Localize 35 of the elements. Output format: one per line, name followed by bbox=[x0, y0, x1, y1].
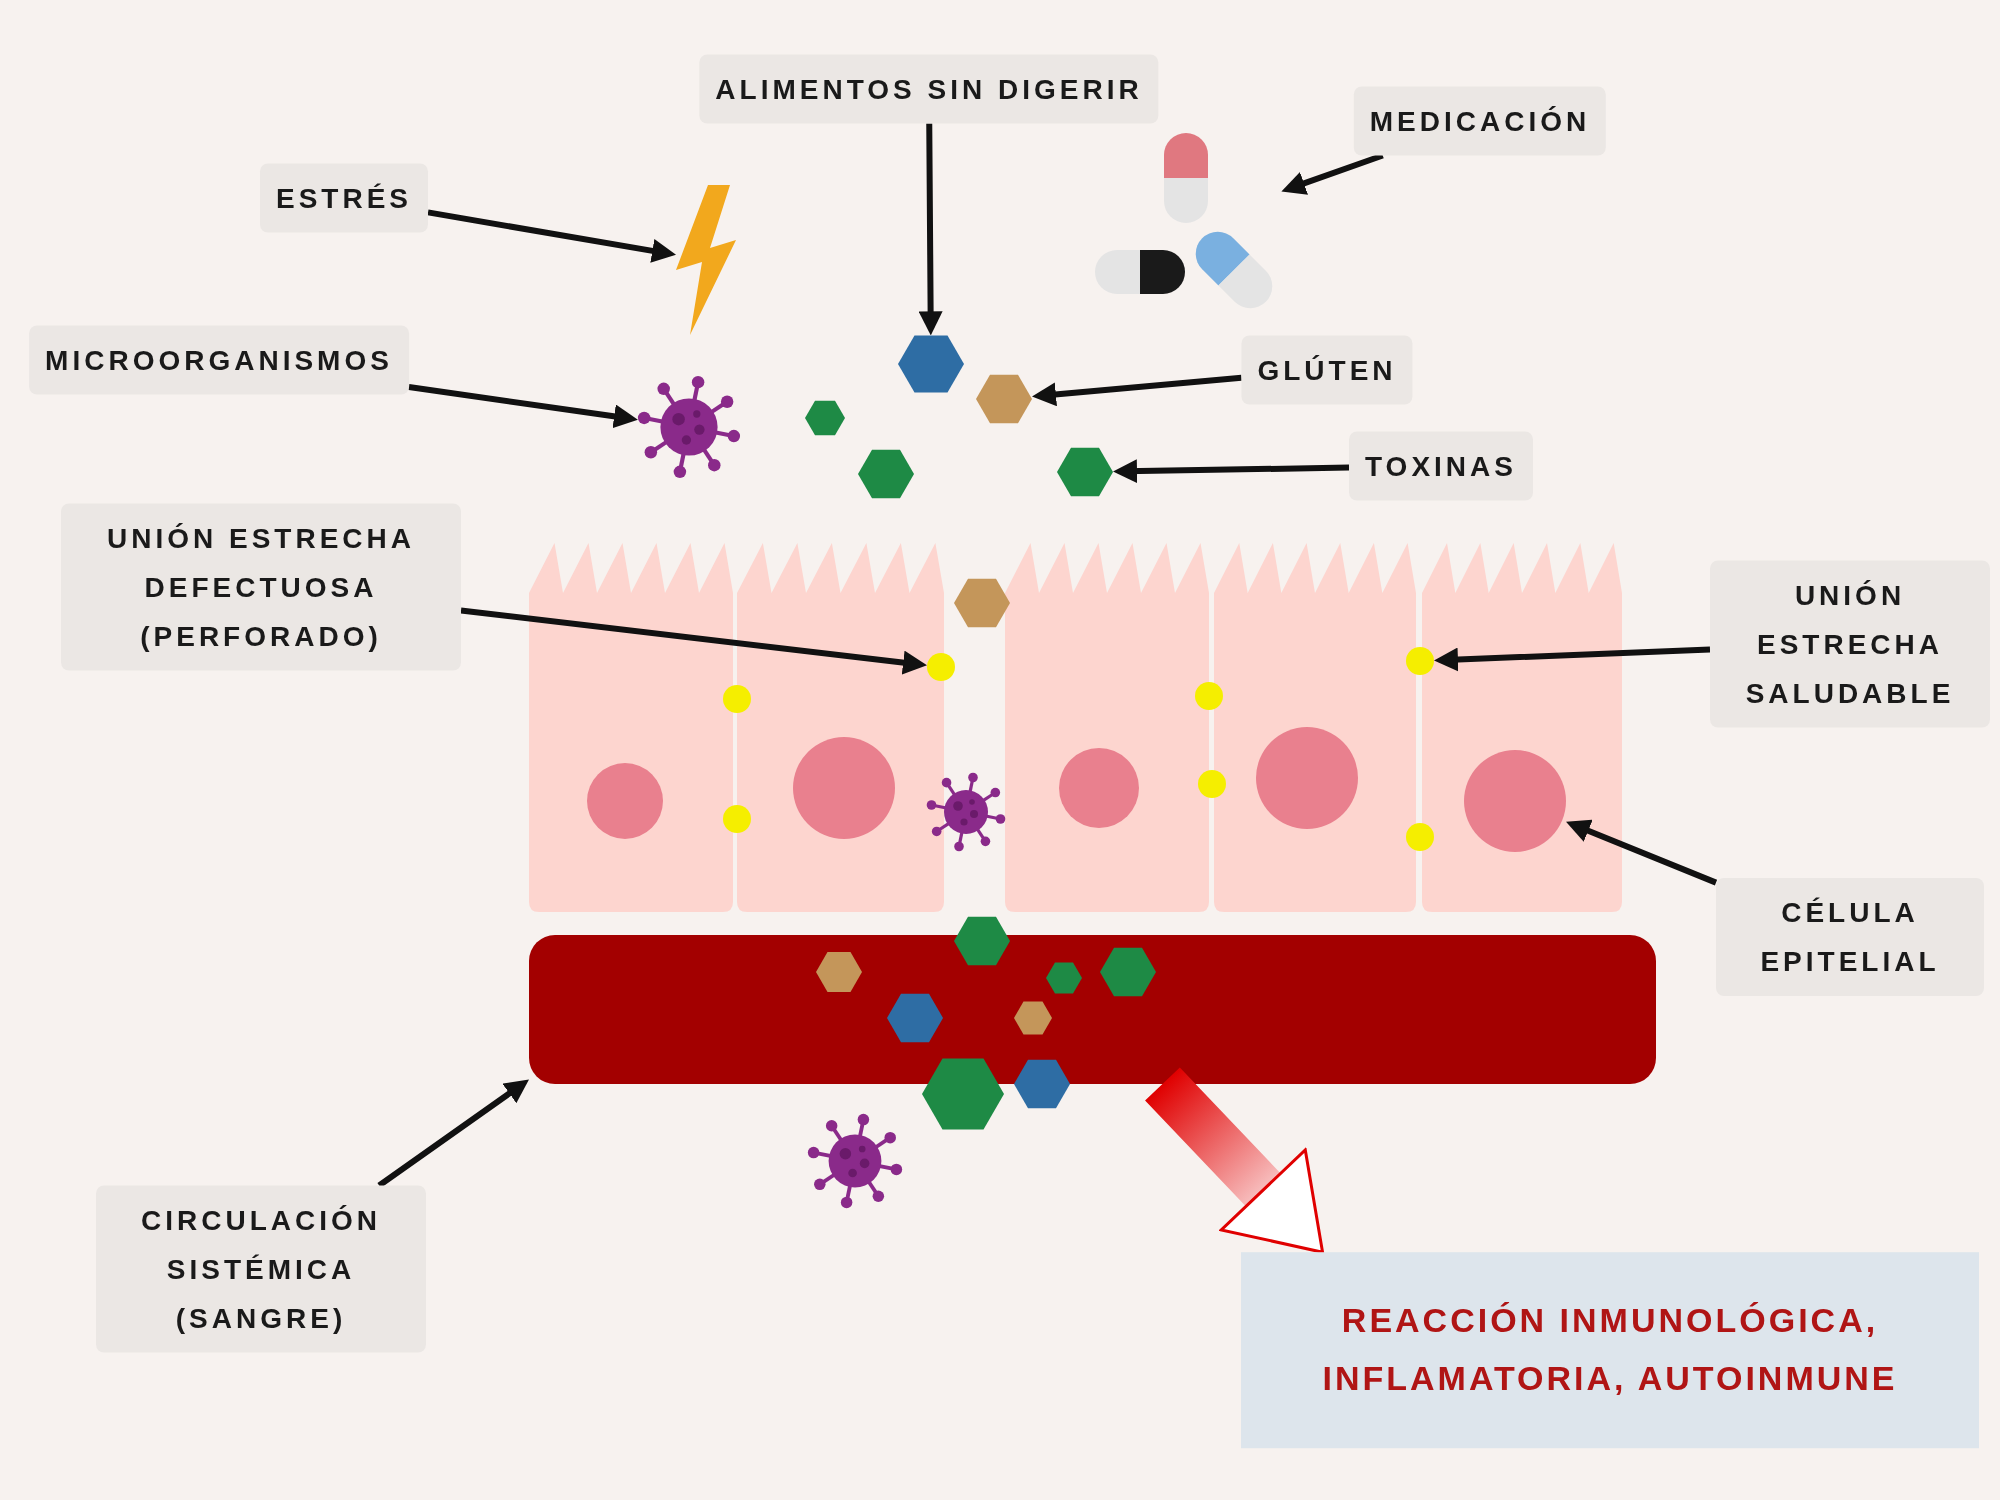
label-tag bbox=[61, 503, 461, 671]
result-text: REACCIÓN INMUNOLÓGICA, INFLAMATORIA, AUTOINMUNE bbox=[1321, 1300, 1899, 1399]
arrow bbox=[1112, 459, 1350, 484]
arrow bbox=[1433, 646, 1711, 672]
arrow bbox=[460, 607, 928, 675]
label-text: UNIÓN ESTRECHA SALUDABLE bbox=[1744, 578, 1956, 711]
virus-icon bbox=[807, 1113, 903, 1209]
arrow bbox=[918, 123, 943, 336]
label-text: ESTRÉS bbox=[276, 181, 412, 216]
label-tag bbox=[1716, 878, 1984, 996]
label-text: UNIÓN ESTRECHA DEFECTUOSA (PERFORADO) bbox=[106, 521, 416, 654]
arrow bbox=[1564, 818, 1718, 886]
label-tag bbox=[1349, 431, 1533, 501]
label-text: MEDICACIÓN bbox=[1369, 104, 1591, 139]
label-text: TOXINAS bbox=[1365, 449, 1517, 484]
label-tag bbox=[699, 54, 1159, 124]
arrow bbox=[377, 1077, 531, 1188]
label-text: CÉLULA EPITELIAL bbox=[1759, 896, 1941, 979]
arrow bbox=[1031, 374, 1242, 407]
arrow bbox=[408, 384, 639, 429]
label-tag bbox=[260, 163, 428, 233]
label-text: MICROORGANISMOS bbox=[45, 343, 393, 378]
label-tag bbox=[1353, 86, 1607, 156]
virus-icon bbox=[926, 772, 1006, 852]
label-text: ALIMENTOS SIN DIGERIR bbox=[715, 72, 1143, 107]
label-tag bbox=[1710, 560, 1990, 728]
label-tag bbox=[1241, 335, 1413, 405]
result-panel bbox=[1241, 1252, 1979, 1448]
label-text: CIRCULACIÓN SISTÉMICA (SANGRE) bbox=[140, 1203, 382, 1336]
label-text: GLÚTEN bbox=[1257, 353, 1397, 388]
arrow bbox=[427, 209, 677, 263]
pills-drawing bbox=[1095, 133, 1273, 309]
label-tag bbox=[29, 325, 409, 395]
virus-icon bbox=[637, 375, 741, 479]
label-tag bbox=[96, 1185, 426, 1353]
